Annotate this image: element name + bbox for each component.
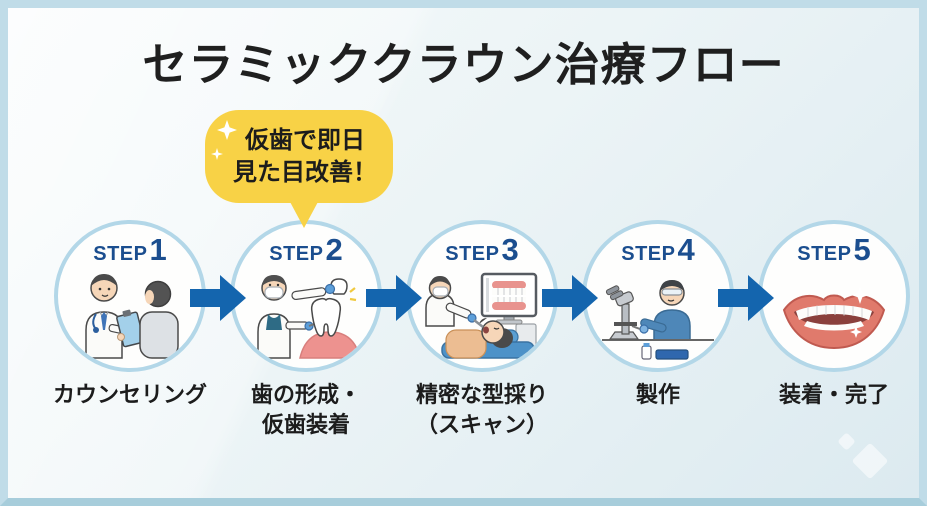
step3-caption: 精密な型採り （スキャン） [377, 380, 587, 439]
callout-line2: 見た目改善！ [233, 158, 377, 186]
step1-circle: STEP 1 [54, 220, 206, 372]
finished-smile-illustration [782, 286, 886, 350]
tooth-icon [310, 297, 342, 337]
step1-caption: カウンセリング [25, 380, 235, 410]
step3-caption-line1: 精密な型採り [415, 382, 548, 407]
step3-number: 3 [501, 232, 519, 267]
flow-arrow-icon [542, 275, 598, 321]
step5-label: STEP [797, 243, 852, 265]
tooth-preparation-temporary-crown-illustration [257, 275, 361, 359]
step5-header: STEP 5 [797, 232, 871, 268]
step2-circle: STEP 2 [230, 220, 382, 372]
step4-label: STEP [621, 243, 676, 265]
callout-line1: 仮歯で即日 [245, 127, 365, 155]
step2-number: 2 [325, 232, 343, 267]
lab-fabrication-microscope-illustration [602, 280, 714, 360]
flow-arrow-icon [366, 275, 422, 321]
callout-bubble: 仮歯で即日 見た目改善！ [205, 110, 393, 228]
step5-circle: STEP 5 [758, 220, 910, 372]
callout-tail [289, 200, 319, 228]
step2-header: STEP 2 [269, 232, 343, 268]
step2-caption: 歯の形成・ 仮歯装着 [201, 380, 411, 439]
page-title: セラミッククラウン治療フロー [142, 39, 785, 90]
step2-caption-line1: 歯の形成・ [250, 382, 361, 407]
step5-number: 5 [853, 232, 871, 267]
microscope-icon [605, 285, 640, 340]
dentist-mask [264, 286, 284, 299]
step1-header: STEP 1 [93, 232, 167, 268]
flow-arrow-icon [190, 275, 246, 321]
flow-arrow-icon [718, 275, 774, 321]
safety-goggles [661, 288, 683, 296]
step3-label: STEP [445, 243, 500, 265]
step3-header: STEP 3 [445, 232, 519, 268]
step2-caption-line2: 仮歯装着 [261, 411, 350, 437]
step3-circle: STEP 3 [406, 220, 558, 372]
step4-circle: STEP 4 [582, 220, 734, 372]
step4-caption: 製作 [553, 380, 763, 410]
step4-caption-line1: 製作 [635, 382, 680, 407]
step1-number: 1 [149, 232, 167, 267]
step4-number: 4 [677, 232, 695, 267]
sparkle-icon [211, 120, 237, 160]
step1-caption-line1: カウンセリング [52, 382, 207, 407]
background-diamond-icon [837, 432, 856, 451]
step5-caption-line1: 装着・完了 [778, 382, 889, 407]
background-diamond-icon [851, 442, 889, 480]
intraoral-scan-monitor-illustration [425, 272, 538, 359]
doctor-counseling-patient-illustration [85, 274, 179, 359]
step2-label: STEP [269, 243, 324, 265]
step5-caption: 装着・完了 [729, 380, 919, 410]
step1-label: STEP [93, 243, 148, 265]
step4-header: STEP 4 [621, 232, 695, 268]
step3-caption-line2: （スキャン） [415, 411, 548, 437]
